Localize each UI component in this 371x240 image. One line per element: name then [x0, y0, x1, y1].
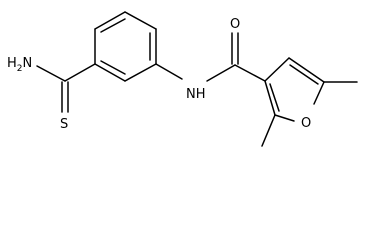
amide-nh-label: NH — [186, 87, 206, 102]
amide-linkage — [155, 32, 266, 82]
methyl-groups — [261, 81, 358, 147]
furan-oxygen-label: O — [301, 116, 311, 131]
amine-label: H2N — [7, 56, 32, 74]
thioxo-sulfur-label: S — [60, 117, 68, 132]
thioamide-group — [36, 63, 96, 113]
benzene-ring — [94, 11, 157, 82]
chemical-structure: H2N S NH O O — [7, 11, 358, 147]
carbonyl-oxygen-label: O — [230, 17, 240, 32]
furan-ring — [264, 57, 325, 122]
